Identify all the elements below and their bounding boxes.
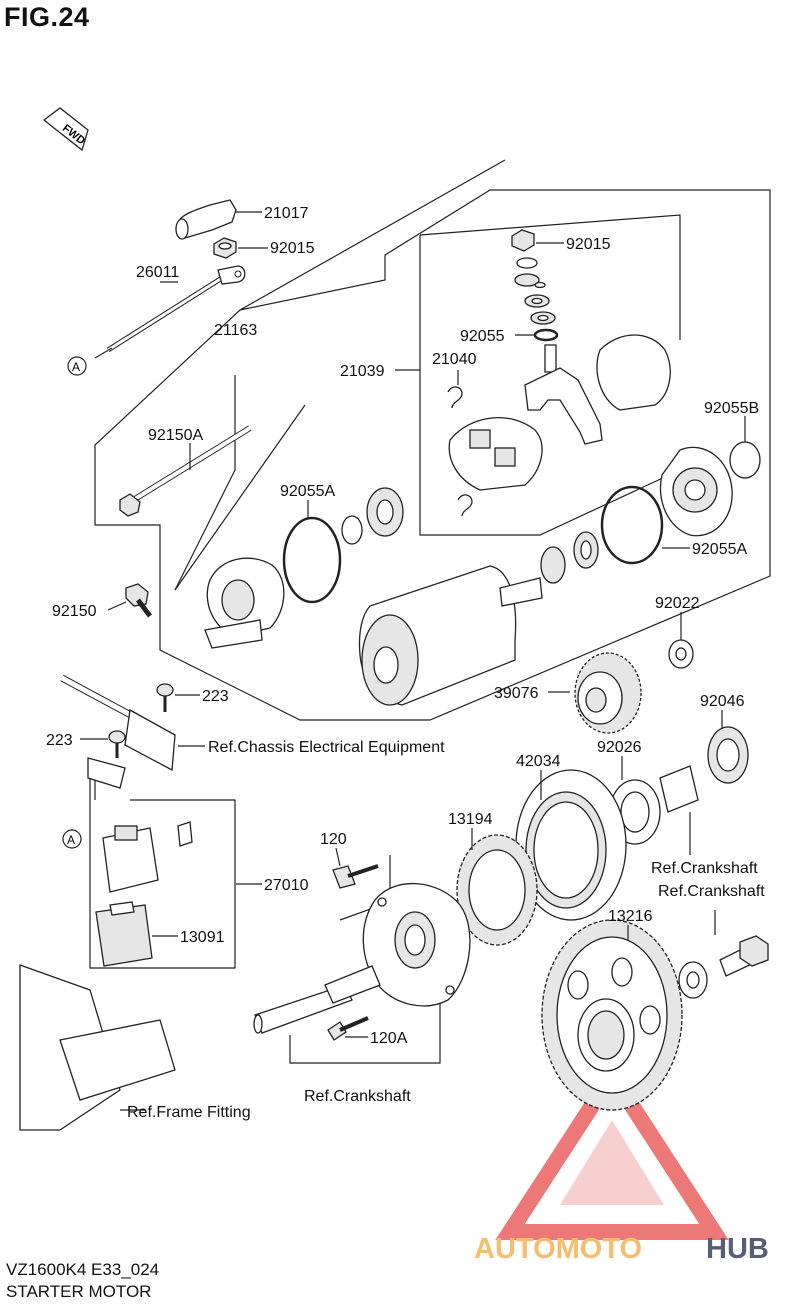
label-21017: 21017 xyxy=(264,205,309,222)
bearing-right xyxy=(540,531,599,584)
label-92055: 92055 xyxy=(460,328,505,345)
part-number-labels: 21017 92015 26011 21163 92015 92055 2104… xyxy=(46,205,759,1047)
ref-crankshaft-3: Ref.Crankshaft xyxy=(304,1088,411,1105)
label-223-left: 223 xyxy=(46,732,73,749)
housing-42034 xyxy=(515,769,627,921)
label-92150: 92150 xyxy=(52,603,97,620)
label-223-top: 223 xyxy=(202,688,229,705)
label-92055a-left: 92055A xyxy=(280,483,335,500)
gear-39076 xyxy=(574,652,642,734)
rear-cover xyxy=(596,334,733,537)
bolt-92150 xyxy=(125,583,152,618)
relay-27010 xyxy=(102,821,193,893)
label-92022: 92022 xyxy=(655,595,700,612)
label-42034: 42034 xyxy=(516,753,561,770)
label-92150a: 92150A xyxy=(148,427,203,444)
watermark-text-b: HUB xyxy=(706,1233,769,1265)
label-92046: 92046 xyxy=(700,693,745,710)
washer-stack xyxy=(514,257,556,325)
label-39076: 39076 xyxy=(494,685,539,702)
model-code: VZ1600K4 E33_024 xyxy=(6,1260,160,1279)
ref-crankshaft-2: Ref.Crankshaft xyxy=(658,883,765,900)
boot-21017 xyxy=(175,199,237,240)
label-13091: 13091 xyxy=(180,929,225,946)
starter-relay-wire xyxy=(60,674,176,772)
label-120: 120 xyxy=(320,831,347,848)
label-26011: 26011 xyxy=(136,264,179,281)
label-92015-top: 92015 xyxy=(270,240,315,257)
bracket xyxy=(87,757,126,800)
label-92015-cover: 92015 xyxy=(566,236,611,253)
motor-body xyxy=(358,565,543,706)
terminal-bolt-21039 xyxy=(524,344,603,445)
label-92026: 92026 xyxy=(597,739,642,756)
ref-marker-a-top: A xyxy=(67,356,87,376)
ref-frame-fitting: Ref.Frame Fitting xyxy=(127,1104,251,1121)
front-cover xyxy=(204,557,285,649)
crankshaft xyxy=(253,965,381,1034)
ref-chassis-electrical: Ref.Chassis Electrical Equipment xyxy=(208,739,445,756)
label-21039: 21039 xyxy=(340,363,385,380)
o-ring-92055a-left xyxy=(282,516,342,604)
brush-holder-21040 xyxy=(447,386,543,517)
nut-92015-top xyxy=(213,237,237,259)
starter-clutch-flange xyxy=(362,882,471,1007)
clutch-13194 xyxy=(456,834,538,946)
nut-92015-cover xyxy=(511,229,535,252)
relay-cover-13091 xyxy=(95,901,153,967)
label-92055a-right: 92055A xyxy=(692,541,747,558)
gear-13216 xyxy=(541,919,683,1111)
label-120a: 120A xyxy=(370,1030,408,1047)
fwd-arrow-icon: FWD xyxy=(42,107,89,152)
screw-223-left xyxy=(108,730,126,758)
figure-title: FIG.24 xyxy=(4,2,90,32)
ref-crankshaft-1: Ref.Crankshaft xyxy=(651,860,758,877)
watermark-text-a: AUTOMOTO xyxy=(474,1233,642,1265)
cable-26011 xyxy=(94,265,246,359)
group-outlines xyxy=(89,159,771,1064)
figure-name: STARTER MOTOR xyxy=(6,1282,152,1301)
bolt-120a xyxy=(327,1016,369,1041)
bearing-left xyxy=(341,487,404,545)
reference-labels: Ref.Chassis Electrical Equipment Ref.Cra… xyxy=(127,739,765,1121)
screw-223-top xyxy=(156,683,174,712)
label-13216: 13216 xyxy=(608,908,653,925)
label-92055b: 92055B xyxy=(704,400,759,417)
crank-bolt xyxy=(678,935,769,999)
o-ring-92055a-right xyxy=(600,485,664,565)
washer-92022 xyxy=(668,639,694,669)
bearing-92046 xyxy=(707,726,749,784)
label-13194: 13194 xyxy=(448,811,493,828)
o-ring-92055 xyxy=(533,328,559,342)
bolt-120 xyxy=(332,864,379,889)
spacer-92026 xyxy=(609,765,699,845)
gasket-92055b xyxy=(729,441,761,479)
label-21040: 21040 xyxy=(432,351,477,368)
label-21163: 21163 xyxy=(214,322,257,339)
ref-marker-a-bottom: A xyxy=(62,829,82,849)
label-27010: 27010 xyxy=(264,877,309,894)
ref-marker-a-bottom-text: A xyxy=(67,833,75,847)
ref-marker-a-top-text: A xyxy=(72,360,80,374)
leader-lines xyxy=(80,211,746,1111)
frame-fitting xyxy=(19,964,176,1131)
